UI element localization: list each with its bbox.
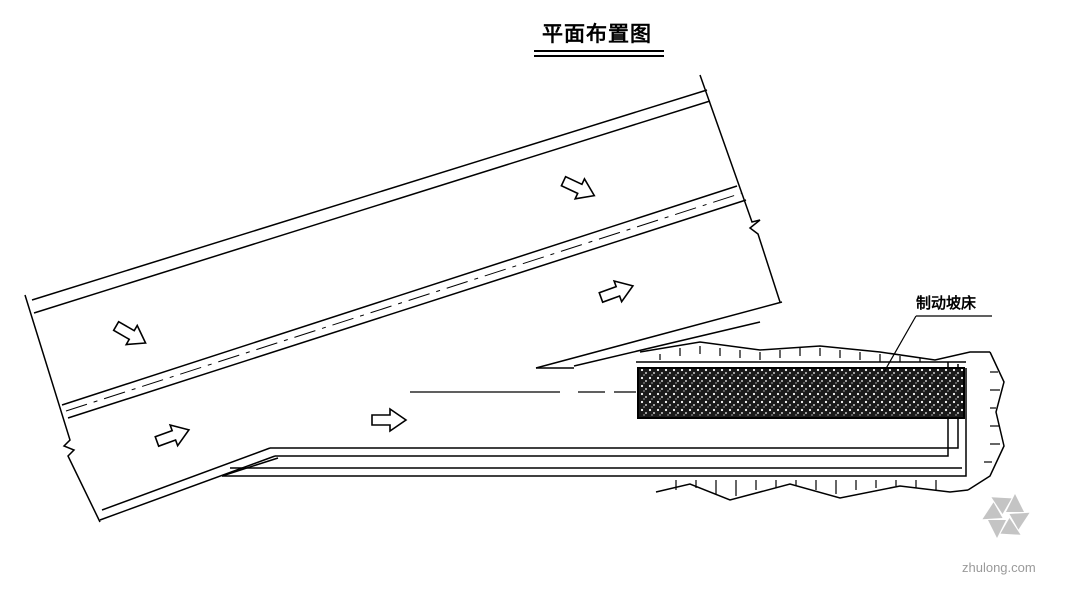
slope-hatch-bottom: [675, 480, 937, 496]
arrester-bed-label: 制动坡床: [916, 294, 977, 312]
break-line-left: [24, 294, 101, 523]
road-edge-bottom-outer: [101, 447, 271, 511]
slope-top-boundary: [639, 341, 990, 361]
hollow-arrow-icon: [154, 423, 191, 448]
hollow-arrow-icon: [598, 279, 635, 304]
median-centerline: [65, 192, 743, 412]
slope-hatch-top: [659, 346, 921, 362]
slope-hatch-right: [984, 371, 1000, 463]
hollow-arrow-icon: [560, 175, 596, 200]
slope-bottom-boundary: [655, 483, 969, 501]
escape-ramp-outline-3: [222, 368, 967, 477]
median-line-upper: [61, 185, 738, 406]
arrester-bed-leader: [883, 315, 917, 373]
hollow-arrow-icon: [112, 320, 147, 346]
flower-logo-icon: [982, 494, 1030, 538]
ramp-taper: [221, 457, 279, 477]
road-edge-top-inner: [33, 100, 711, 314]
road-edge-top: [31, 89, 708, 301]
ramp-nose-inner: [573, 321, 761, 367]
hollow-arrow-icon: [371, 407, 408, 433]
slope-right-boundary: [967, 351, 1005, 491]
median-line-lower: [67, 199, 747, 419]
road-edge-bottom: [99, 455, 276, 521]
watermark-text: zhulong.com: [962, 560, 1036, 575]
title-underline-second: [534, 55, 664, 57]
arrester-bed: [637, 367, 965, 419]
title-underline: [534, 50, 664, 52]
diagram-title: 平面布置图: [542, 22, 652, 46]
road-edge-ramp-top: [535, 301, 783, 369]
break-line-right: [699, 74, 781, 303]
